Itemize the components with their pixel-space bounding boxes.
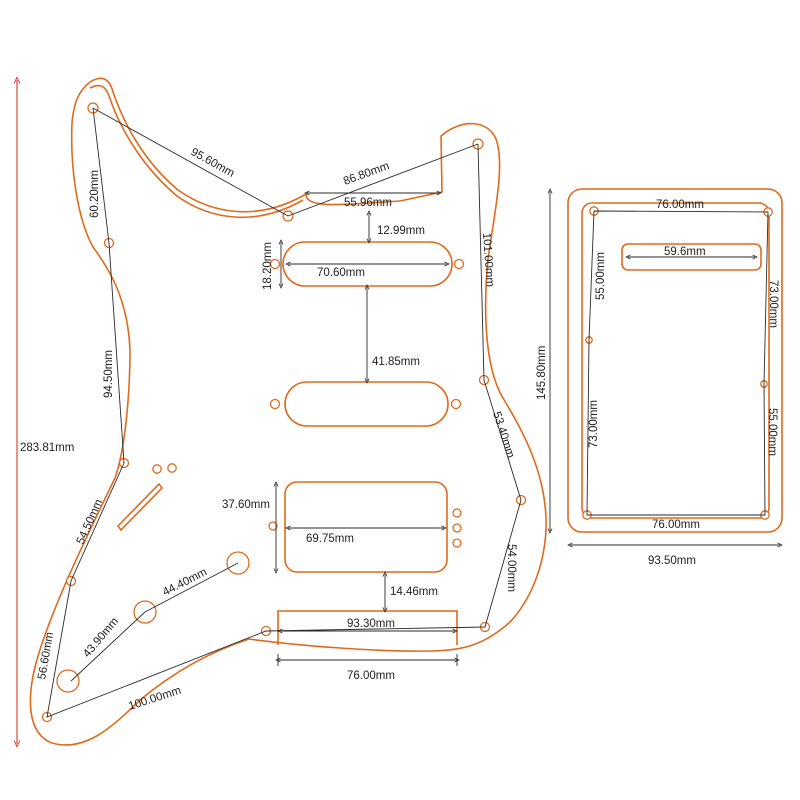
pickguard-inner-edge (89, 84, 304, 218)
label-backplate-height: 145.80mm (536, 346, 548, 400)
label-backplate-width: 93.50mm (648, 555, 696, 567)
label-cavity-width: 93.30mm (347, 618, 395, 630)
middle-pickup-slot (284, 381, 449, 427)
label-backplate-bottom-holes: 76.00mm (652, 519, 700, 531)
label-backplate-slot-length: 59.6mm (664, 246, 706, 258)
tone2-knob-hole (56, 669, 80, 693)
label-right-edge-mid: 53.40mm (490, 410, 516, 459)
label-humbucker-length: 69.75mm (306, 533, 354, 545)
label-humbucker-to-cavity: 14.46mm (390, 586, 438, 598)
label-right-edge-lower: 54.00mm (505, 544, 517, 592)
middle-pickup-screw-right (450, 398, 462, 410)
pickguard-outline (29, 77, 547, 746)
control-cavity-notch (277, 610, 458, 645)
label-cavity-inner-width: 76.00mm (347, 670, 395, 682)
label-neck-gap: 12.99mm (377, 225, 425, 237)
backplate-outline (567, 188, 783, 533)
label-humbucker-height: 37.60mm (222, 499, 270, 511)
perimeter-dimension-path (46, 107, 522, 718)
label-top-horn-to-notch: 95.60mm (189, 146, 237, 180)
label-single-coil-length: 70.60mm (317, 267, 365, 279)
label-notch-to-right-horn: 86.80mm (342, 160, 391, 188)
selector-small-hole-1 (152, 464, 162, 474)
backplate-string-slot (621, 243, 762, 271)
middle-pickup-screw-left (269, 398, 281, 410)
backplate-hole-dimension-path (586, 210, 769, 516)
label-backplate-left-upper: 55.00mm (595, 252, 607, 300)
humbucker-slot (284, 481, 448, 573)
neck-pickup-screw-right (453, 258, 465, 270)
humbucker-screw-right-1 (452, 508, 462, 518)
label-backplate-left-lower: 73.00mm (588, 400, 600, 448)
label-pickup-spacing: 41.85mm (372, 356, 420, 368)
label-backplate-top-holes: 76.00mm (656, 199, 704, 211)
humbucker-screw-right-3 (452, 538, 462, 548)
label-right-edge-upper: 101.00mm (480, 232, 496, 287)
control-dimension-line-1 (70, 611, 146, 682)
selector-small-hole-2 (167, 463, 177, 473)
selector-switch-slot (116, 482, 164, 532)
humbucker-screw-right-2 (452, 523, 462, 533)
backplate-inner-outline (581, 202, 770, 519)
label-left-edge-mid: 94.50mm (103, 350, 115, 398)
label-backplate-right-upper: 73.00mm (767, 280, 779, 328)
control-dimension-line-2 (144, 562, 239, 613)
label-left-edge-upper: 60.20mm (89, 170, 101, 218)
label-notch-width: 55.96mm (344, 197, 392, 209)
label-bottom-left-edge: 56.60mm (36, 631, 56, 680)
overall-height-label: 283.81mm (20, 442, 74, 454)
label-backplate-right-lower: 55.00mm (766, 408, 778, 456)
label-single-coil-height: 18.20mm (262, 242, 274, 290)
